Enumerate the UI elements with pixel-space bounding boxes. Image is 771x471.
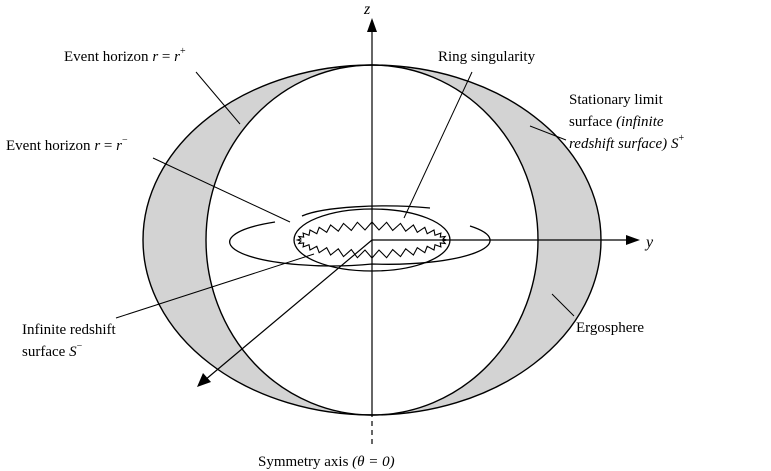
y-axis-label: y [644,234,654,251]
inner-event-horizon-top [302,206,430,216]
label-ergosphere: Ergosphere [576,320,644,336]
leader-ring-singularity [404,72,472,218]
x-axis-arrowhead [197,373,211,387]
label-outer-event-horizon: Event horizon r = r+ [64,46,186,65]
label-ring-singularity: Ring singularity [438,49,536,65]
inner-event-horizon [230,222,490,266]
label-symmetry-axis: Symmetry axis (θ = 0) [258,454,395,470]
x-axis [205,240,372,380]
label-stationary-limit: Stationary limit surface (infinite redsh… [569,92,684,152]
z-axis-label: z [363,1,371,18]
label-inner-event-horizon: Event horizon r = r− [6,135,128,154]
y-axis-arrowhead [626,235,640,245]
label-infinite-redshift: Infinite redshift surface S− [22,322,119,360]
z-axis-arrowhead [367,18,377,32]
